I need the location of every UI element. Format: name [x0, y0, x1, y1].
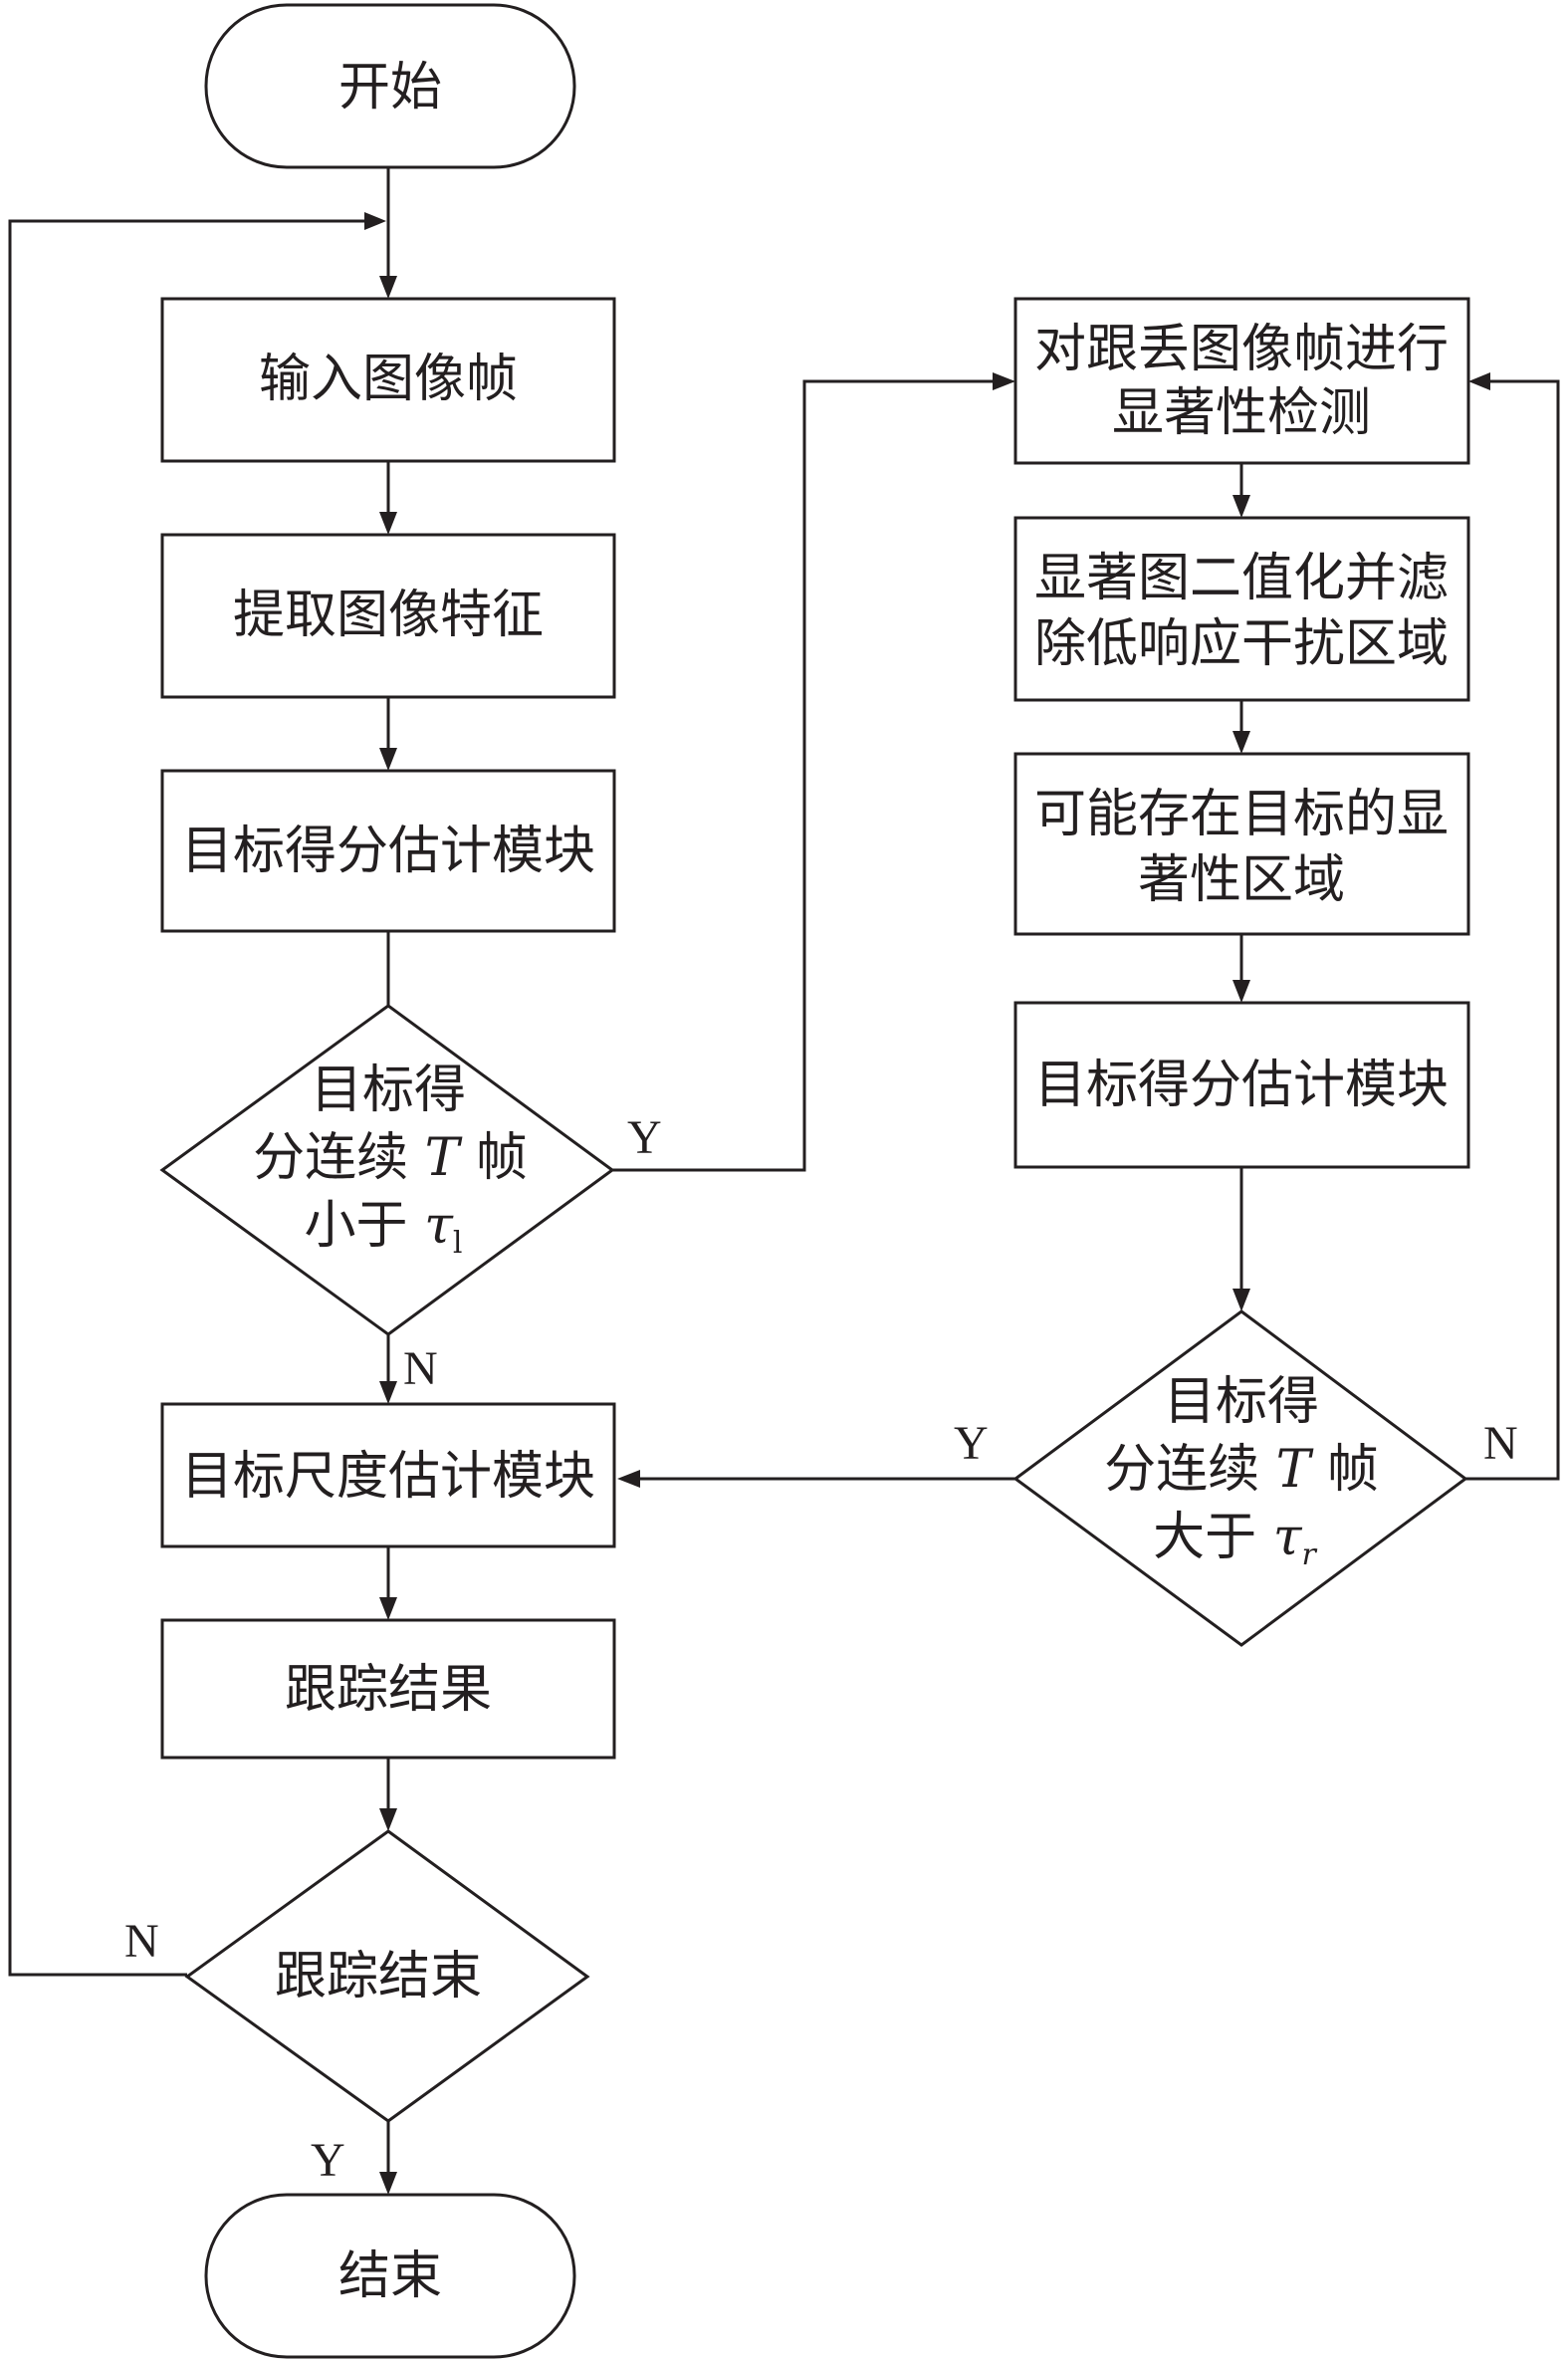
arrow-head — [993, 372, 1015, 390]
decision-low-line2-b: 帧 — [459, 1128, 528, 1188]
node-binarize-filter: 显著图二值化并滤 除低响应干扰区域 — [1013, 516, 1470, 702]
decision-high-var-T: T — [1276, 1440, 1314, 1500]
label-decision-low-no: N — [403, 1342, 438, 1395]
input-frame-label: 输入图像帧 — [259, 350, 518, 409]
arrow-head — [364, 212, 386, 230]
decision-high-line3-a: 大于 — [1153, 1508, 1273, 1567]
decision-low-line1: 目标得 — [311, 1061, 466, 1120]
saliency-detect-line2: 显著性检测 — [1112, 383, 1371, 443]
node-scale-module: 目标尺度估计模块 — [160, 1402, 616, 1548]
node-decision-low: 目标得 分连续 T 帧 小于 τl — [159, 1004, 615, 1336]
arrow-head — [379, 1381, 397, 1404]
decision-high-line2: 分连续 T 帧 — [1104, 1440, 1379, 1500]
edge-decision-low-yes — [612, 379, 999, 1172]
edges — [8, 167, 1560, 2195]
extract-features-label: 提取图像特征 — [233, 586, 544, 645]
decision-high-line2-b: 帧 — [1310, 1440, 1379, 1500]
node-extract-features: 提取图像特征 — [160, 533, 616, 699]
node-end: 结束 — [204, 2193, 576, 2359]
arrow-head — [1232, 980, 1250, 1003]
saliency-detect-line1: 对跟丢图像帧进行 — [1034, 320, 1449, 379]
node-tracking-end-decision: 跟踪结束 — [184, 1829, 590, 2123]
tracking-result-label: 跟踪结果 — [285, 1660, 492, 1720]
node-saliency-detect: 对跟丢图像帧进行 显著性检测 — [1013, 297, 1470, 465]
label-end-decision-no: N — [124, 1915, 159, 1968]
arrow-head — [1232, 495, 1250, 518]
decision-high-line3: 大于 τr — [1153, 1508, 1317, 1572]
decision-low-sub: l — [453, 1226, 463, 1261]
arrow-head — [379, 276, 397, 299]
score-module-left-label: 目标得分估计模块 — [181, 822, 595, 881]
arrow-head — [379, 1808, 397, 1831]
edge-labels: Y N Y N N Y — [124, 1111, 1518, 2187]
arrow-head — [1468, 372, 1490, 390]
node-candidate-regions: 可能存在目标的显 著性区域 — [1013, 752, 1470, 936]
node-score-module-right: 目标得分估计模块 — [1013, 1001, 1470, 1169]
scale-module-label: 目标尺度估计模块 — [181, 1447, 595, 1507]
score-module-right-label: 目标得分估计模块 — [1034, 1056, 1449, 1115]
arrow-head — [379, 1597, 397, 1620]
decision-low-var-tau: τ — [424, 1196, 454, 1256]
edge-decision-high-no — [1465, 379, 1560, 1481]
node-tracking-result: 跟踪结果 — [160, 1618, 616, 1760]
node-score-module-left: 目标得分估计模块 — [160, 769, 616, 933]
arrow-head — [379, 2172, 397, 2195]
start-label: 开始 — [338, 58, 442, 118]
arrow-head — [379, 748, 397, 771]
decision-high-line1: 目标得 — [1164, 1372, 1319, 1432]
edge-loop-back — [8, 219, 370, 1977]
binarize-filter-line2: 除低响应干扰区域 — [1034, 614, 1449, 674]
label-end-decision-yes: Y — [311, 2134, 345, 2187]
arrow-head — [1232, 731, 1250, 754]
decision-low-var-T: T — [425, 1128, 463, 1188]
arrow-head — [617, 1470, 640, 1488]
node-start: 开始 — [204, 3, 576, 169]
decision-low-line3-a: 小于 — [305, 1196, 425, 1256]
decision-low-line3: 小于 τl — [305, 1196, 463, 1261]
label-decision-low-yes: Y — [627, 1111, 662, 1164]
arrow-head — [379, 512, 397, 535]
label-decision-high-no: N — [1483, 1417, 1518, 1470]
decision-low-line2: 分连续 T 帧 — [253, 1128, 528, 1188]
node-decision-high: 目标得 分连续 T 帧 大于 τr — [1012, 1309, 1468, 1647]
label-decision-high-yes: Y — [954, 1417, 989, 1470]
decision-high-line2-a: 分连续 — [1104, 1440, 1276, 1500]
end-label: 结束 — [338, 2246, 442, 2306]
node-input-frame: 输入图像帧 — [160, 297, 616, 463]
binarize-filter-line1: 显著图二值化并滤 — [1034, 549, 1449, 608]
decision-high-sub: r — [1301, 1537, 1317, 1572]
candidate-regions-line1: 可能存在目标的显 — [1034, 785, 1449, 844]
arrow-head — [1232, 1289, 1250, 1311]
decision-low-line2-a: 分连续 — [253, 1128, 425, 1188]
decision-high-var-tau: τ — [1273, 1508, 1303, 1567]
tracking-end-decision-label: 跟踪结束 — [275, 1947, 482, 2007]
candidate-regions-line2: 著性区域 — [1138, 850, 1345, 910]
